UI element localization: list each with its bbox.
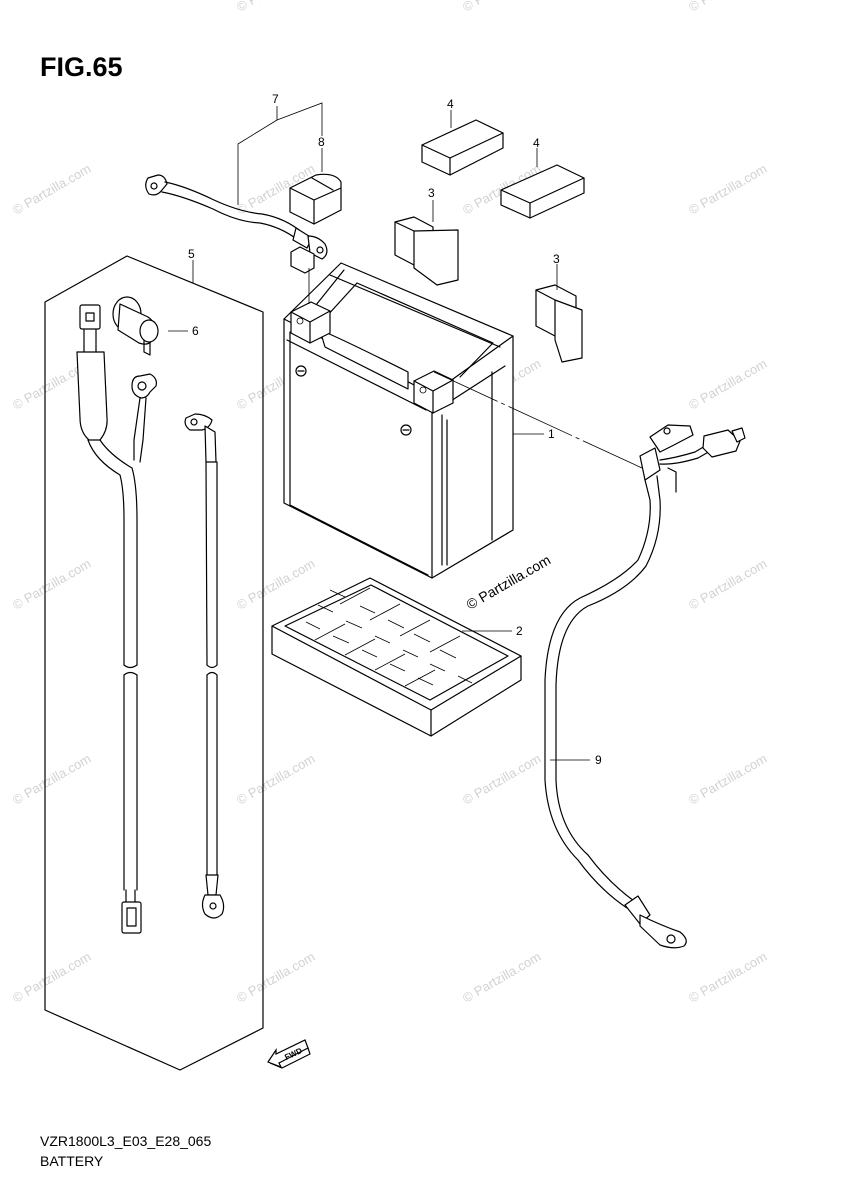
- watermark-text: © Partzilla.com: [10, 751, 93, 808]
- watermark-text: © Partzilla.com: [686, 949, 769, 1006]
- watermark-text: © Partzilla.com: [234, 0, 317, 15]
- watermark-text: © Partzilla.com: [234, 949, 317, 1006]
- callout-8: 8: [318, 135, 325, 149]
- figure-title: FIG.65: [40, 52, 123, 82]
- watermark-text: © Partzilla.com: [234, 751, 317, 808]
- spacer-3-upper: [394, 216, 459, 286]
- pad-4-left: [421, 119, 504, 176]
- harness-left-branch: [76, 304, 142, 934]
- callout-labels: 7 8 4 4 3 3 5 6 1 2 9: [188, 92, 602, 767]
- callout-9: 9: [595, 753, 602, 767]
- callout-4: 4: [447, 97, 454, 111]
- battery-tray: [271, 577, 522, 737]
- watermark-text: © Partzilla.com: [10, 161, 93, 218]
- watermark-text: © Partzilla.com: [10, 556, 93, 613]
- watermark-text: © Partzilla.com: [686, 356, 769, 413]
- watermark-text: © Partzilla.com: [686, 161, 769, 218]
- watermark-text: © Partzilla.com: [686, 0, 769, 15]
- terminal-cover-8: [289, 173, 342, 225]
- battery-cable-9: [544, 424, 746, 949]
- figure-name: BATTERY: [40, 1153, 104, 1169]
- pad-4-right: [500, 164, 585, 219]
- harness-kit-outline: [44, 255, 264, 1071]
- callout-5: 5: [188, 247, 195, 261]
- watermark-text: © Partzilla.com: [686, 751, 769, 808]
- battery: [283, 262, 514, 579]
- terminal-cap: [112, 296, 159, 356]
- callout-4: 4: [533, 136, 540, 150]
- watermark-center-text: © Partzilla.com: [464, 552, 554, 613]
- callout-leaders: [168, 102, 590, 761]
- harness-ring-lug: [131, 373, 157, 463]
- watermark-text: © Partzilla.com: [460, 949, 543, 1006]
- tray-grid: [305, 587, 473, 687]
- callout-2: 2: [516, 624, 523, 638]
- figure-code: VZR1800L3_E03_E28_065: [40, 1133, 212, 1149]
- battery-cable-7: [145, 174, 328, 274]
- callout-3: 3: [553, 252, 560, 266]
- callout-3: 3: [428, 186, 435, 200]
- callout-1: 1: [548, 427, 555, 441]
- watermark-text: © Partzilla.com: [10, 949, 93, 1006]
- watermark-text: © Partzilla.com: [460, 751, 543, 808]
- cable-9-leader-line: [433, 371, 643, 469]
- spacer-3-lower: [535, 284, 583, 363]
- harness-right-lead: [184, 413, 225, 919]
- watermark-text: © Partzilla.com: [460, 0, 543, 15]
- watermark-text: © Partzilla.com: [234, 556, 317, 613]
- watermark-text: © Partzilla.com: [686, 556, 769, 613]
- callout-6: 6: [192, 324, 199, 338]
- fwd-arrow-icon: FWD: [267, 1039, 311, 1069]
- callout-7: 7: [272, 92, 279, 106]
